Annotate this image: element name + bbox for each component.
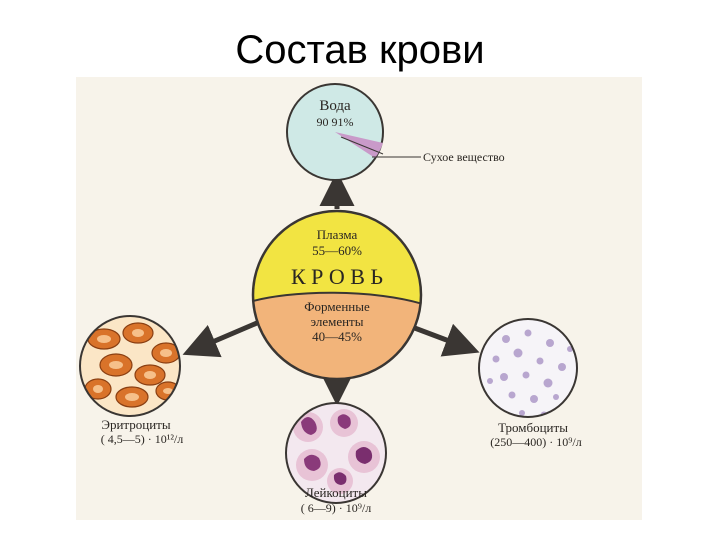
water-circle <box>286 83 384 181</box>
blood-name: К Р О В Ь <box>290 264 384 289</box>
formed-elements-label-2: элементы <box>310 314 364 329</box>
blood-composition-figure: Вода 90 91% Сухое вещество Плазма 55—60%… <box>76 77 642 520</box>
platelets-circle <box>478 318 578 418</box>
formed-elements-label-1: Форменные <box>304 299 370 314</box>
slide-title: Состав крови <box>235 28 485 72</box>
leukocytes-label: Лейкоциты <box>305 485 367 500</box>
water-label: Вода <box>319 98 351 114</box>
dry-matter-wedge <box>335 132 383 158</box>
erythrocytes-count: ( 4,5—5) · 10¹²/л <box>100 432 184 446</box>
formed-elements-value: 40—45% <box>312 329 362 344</box>
plasma-value: 55—60% <box>312 243 362 258</box>
formed-elements-region <box>253 292 421 379</box>
blood-circle <box>253 211 421 379</box>
platelets-count: (250—400) · 10⁹/л <box>490 435 582 449</box>
leukocytes-circle <box>285 402 387 504</box>
arrow-to-erythrocytes <box>182 317 265 358</box>
erythrocytes-label: Эритроциты <box>101 417 171 432</box>
dry-matter-label: Сухое вещество <box>423 150 505 164</box>
diagram-canvas <box>79 83 578 504</box>
leukocytes-count: ( 6—9) · 10⁹/л <box>300 501 372 515</box>
erythrocytes-circle <box>79 315 181 417</box>
plasma-label: Плазма <box>316 227 358 242</box>
water-value: 90 91% <box>316 115 354 129</box>
arrow-to-platelets <box>411 323 480 357</box>
platelets-label: Тромбоциты <box>498 420 568 435</box>
